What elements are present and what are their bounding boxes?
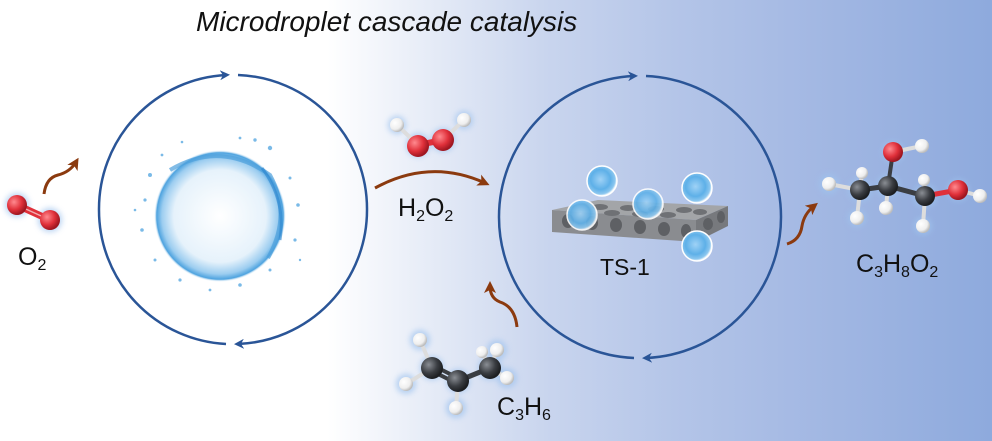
o2-label: O2 [18, 243, 47, 274]
droplet-icon [566, 199, 598, 231]
o2-entry-arrow [42, 157, 79, 195]
cycle-arc-left-top [237, 73, 369, 211]
catalyst-cycle [497, 71, 783, 363]
catalyst-droplets [566, 165, 713, 262]
cycle-arc-right-left [497, 71, 638, 218]
h2o2-transfer-arrow [374, 170, 490, 190]
ts1-label: TS-1 [600, 254, 650, 280]
droplet-icon [586, 165, 618, 197]
c3h8o2-molecule-icon [819, 139, 987, 235]
h2o2-molecule-icon [388, 111, 473, 157]
cycle-arc-left-left [97, 70, 230, 211]
diagram-title: Microdroplet cascade catalysis [196, 6, 578, 37]
droplet-icon [681, 172, 713, 204]
c3h6-label: C3H6 [497, 393, 551, 424]
cycle-arc-right-right [642, 216, 783, 363]
droplet-icon [681, 230, 713, 262]
cycle-arc-right-bottom [497, 216, 635, 360]
cycle-arc-right-top [645, 74, 783, 218]
water-microdroplet-icon [133, 136, 302, 292]
c3h6-molecule-icon [396, 330, 517, 418]
microdroplet-cycle [97, 70, 369, 349]
cycle-arc-left-bottom [97, 209, 227, 346]
o2-molecule-icon [5, 193, 62, 232]
h2o2-label: H2O2 [398, 194, 454, 225]
droplet-icon [632, 188, 664, 220]
c3h8o2-label: C3H8O2 [856, 250, 939, 281]
cycle-arc-left-right [234, 209, 369, 349]
c3h6-entry-arrow [484, 281, 519, 328]
product-exit-arrow [786, 202, 818, 246]
